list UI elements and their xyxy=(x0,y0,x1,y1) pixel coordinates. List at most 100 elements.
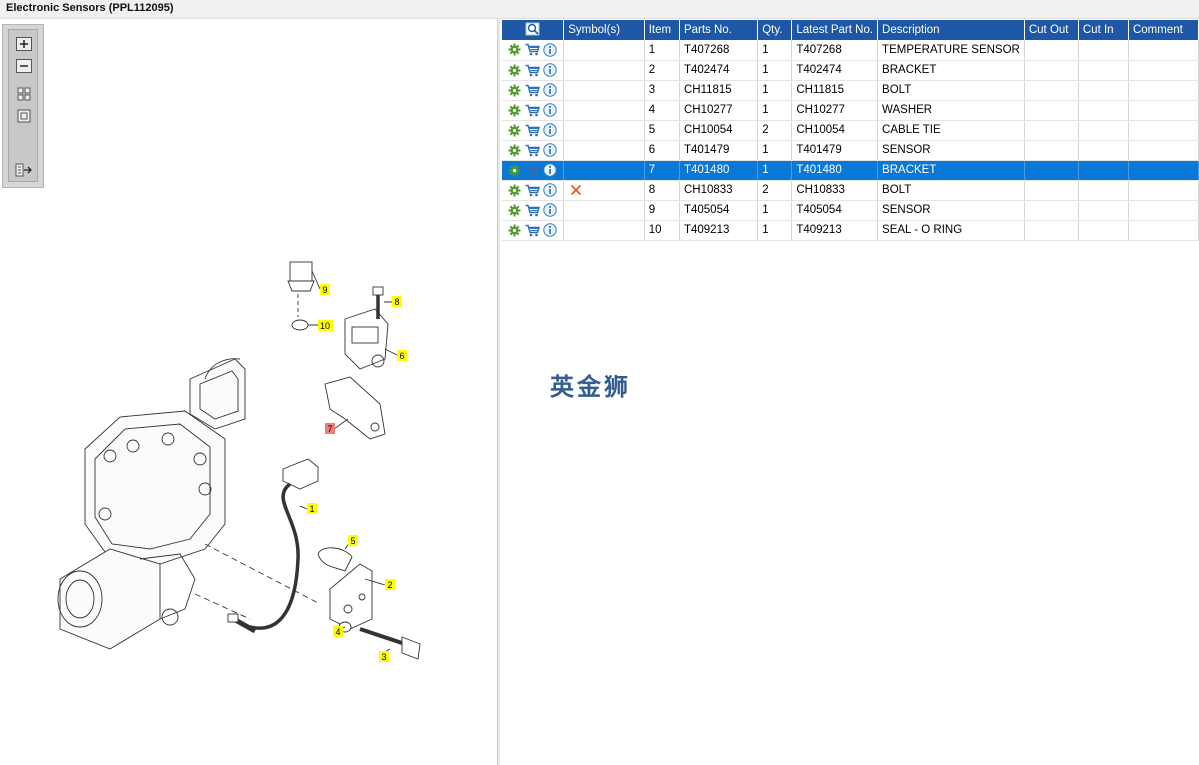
table-row[interactable]: 2 T402474 1 T402474 BRACKET xyxy=(502,60,1199,81)
table-row[interactable]: 10 T409213 1 T409213 SEAL - O RING xyxy=(502,220,1199,241)
column-header-cut-out[interactable]: Cut Out xyxy=(1024,20,1079,40)
cell-qty: 1 xyxy=(757,40,793,61)
cell-description: SEAL - O RING xyxy=(877,220,1025,241)
info-icon[interactable] xyxy=(542,102,558,118)
table-row[interactable]: 3 CH11815 1 CH11815 BOLT xyxy=(502,80,1199,101)
gear-icon[interactable] xyxy=(506,222,522,238)
table-row[interactable]: 9 T405054 1 T405054 SENSOR xyxy=(502,200,1199,221)
cell-latest-part-no: T401480 xyxy=(791,160,879,181)
cell-item: 8 xyxy=(644,180,680,201)
cell-item: 2 xyxy=(644,60,680,81)
cart-icon[interactable] xyxy=(524,182,540,198)
cell-item: 6 xyxy=(644,140,680,161)
cell-parts-no: T405054 xyxy=(679,200,759,221)
info-icon[interactable] xyxy=(542,202,558,218)
cell-latest-part-no: CH10054 xyxy=(791,120,879,141)
gear-icon[interactable] xyxy=(506,102,522,118)
info-icon[interactable] xyxy=(542,142,558,158)
column-header-qty[interactable]: Qty. xyxy=(757,20,793,40)
callout-6 xyxy=(397,350,407,361)
column-header-latest-part-no[interactable]: Latest Part No. xyxy=(791,20,879,40)
info-icon[interactable] xyxy=(542,122,558,138)
column-header-description[interactable]: Description xyxy=(877,20,1025,40)
zoom-in-icon xyxy=(16,37,32,51)
column-header-symbols[interactable]: Symbol(s) xyxy=(563,20,645,40)
cell-latest-part-no: T409213 xyxy=(791,220,879,241)
row-action-icons xyxy=(502,160,565,181)
fit-window-icon xyxy=(17,109,31,123)
toolbox-panel xyxy=(8,29,38,182)
callout-text-8: 8 xyxy=(395,297,400,307)
gear-icon[interactable] xyxy=(506,82,522,98)
cell-symbols xyxy=(563,120,645,141)
fit-window-button[interactable] xyxy=(15,108,33,124)
info-icon[interactable] xyxy=(542,182,558,198)
gear-icon[interactable] xyxy=(506,42,522,58)
info-icon[interactable] xyxy=(542,222,558,238)
info-icon[interactable] xyxy=(542,162,558,178)
callout-text-1: 1 xyxy=(310,504,315,514)
info-icon[interactable] xyxy=(542,62,558,78)
window-title: Electronic Sensors (PPL112095) xyxy=(6,2,174,14)
cell-description: SENSOR xyxy=(877,200,1025,221)
cart-icon[interactable] xyxy=(524,142,540,158)
cross-icon xyxy=(568,182,584,198)
cart-icon[interactable] xyxy=(524,102,540,118)
cell-cut-out xyxy=(1024,160,1079,181)
gear-icon[interactable] xyxy=(506,182,522,198)
cell-item: 1 xyxy=(644,40,680,61)
cell-parts-no: T401480 xyxy=(679,160,759,181)
callout-text-2: 2 xyxy=(388,580,393,590)
cell-parts-no: T409213 xyxy=(679,220,759,241)
export-button[interactable] xyxy=(15,162,33,178)
cell-symbols xyxy=(563,200,645,221)
cell-cut-out xyxy=(1024,60,1079,81)
zoom-in-button[interactable] xyxy=(15,36,33,52)
cell-latest-part-no: CH10277 xyxy=(791,100,879,121)
cell-cut-out xyxy=(1024,200,1079,221)
cart-icon[interactable] xyxy=(524,122,540,138)
diagram-pane[interactable]: 1 2 3 4 5 6 7 8 9 10 xyxy=(0,19,497,765)
cart-icon[interactable] xyxy=(524,222,540,238)
callout-1 xyxy=(307,503,317,514)
pane-splitter[interactable] xyxy=(497,19,500,765)
column-header-search[interactable] xyxy=(502,20,565,40)
cart-icon[interactable] xyxy=(524,162,540,178)
column-header-comment[interactable]: Comment xyxy=(1128,20,1199,40)
callout-7 xyxy=(325,423,335,434)
cell-description: SENSOR xyxy=(877,140,1025,161)
table-row[interactable]: 4 CH10277 1 CH10277 WASHER xyxy=(502,100,1199,121)
fit-all-button[interactable] xyxy=(15,86,33,102)
cell-item: 9 xyxy=(644,200,680,221)
gear-icon[interactable] xyxy=(506,62,522,78)
table-row[interactable]: 5 CH10054 2 CH10054 CABLE TIE xyxy=(502,120,1199,141)
cart-icon[interactable] xyxy=(524,62,540,78)
cart-icon[interactable] xyxy=(524,202,540,218)
cell-latest-part-no: T407268 xyxy=(791,40,879,61)
table-row[interactable]: 1 T407268 1 T407268 TEMPERATURE SENSOR xyxy=(502,40,1199,61)
column-header-parts-no[interactable]: Parts No. xyxy=(679,20,759,40)
table-row[interactable]: 7 T401480 1 T401480 BRACKET xyxy=(502,160,1199,181)
table-row[interactable]: 6 T401479 1 T401479 SENSOR xyxy=(502,140,1199,161)
gear-icon[interactable] xyxy=(506,202,522,218)
gear-icon[interactable] xyxy=(506,142,522,158)
column-header-item[interactable]: Item xyxy=(644,20,680,40)
callout-text-5: 5 xyxy=(351,536,356,546)
zoom-out-button[interactable] xyxy=(15,58,33,74)
cell-latest-part-no: T401479 xyxy=(791,140,879,161)
gear-icon[interactable] xyxy=(506,122,522,138)
cart-icon[interactable] xyxy=(524,82,540,98)
row-action-icons xyxy=(502,180,565,201)
table-row[interactable]: 8 CH10833 2 CH10833 BOLT xyxy=(502,180,1199,201)
cell-item: 5 xyxy=(644,120,680,141)
info-icon[interactable] xyxy=(542,42,558,58)
cell-symbols xyxy=(563,80,645,101)
info-icon[interactable] xyxy=(542,82,558,98)
gear-icon[interactable] xyxy=(506,162,522,178)
cell-cut-in xyxy=(1078,40,1129,61)
cell-cut-in xyxy=(1078,200,1129,221)
row-action-icons xyxy=(502,220,565,241)
cell-qty: 1 xyxy=(757,160,793,181)
column-header-cut-in[interactable]: Cut In xyxy=(1078,20,1129,40)
cart-icon[interactable] xyxy=(524,42,540,58)
